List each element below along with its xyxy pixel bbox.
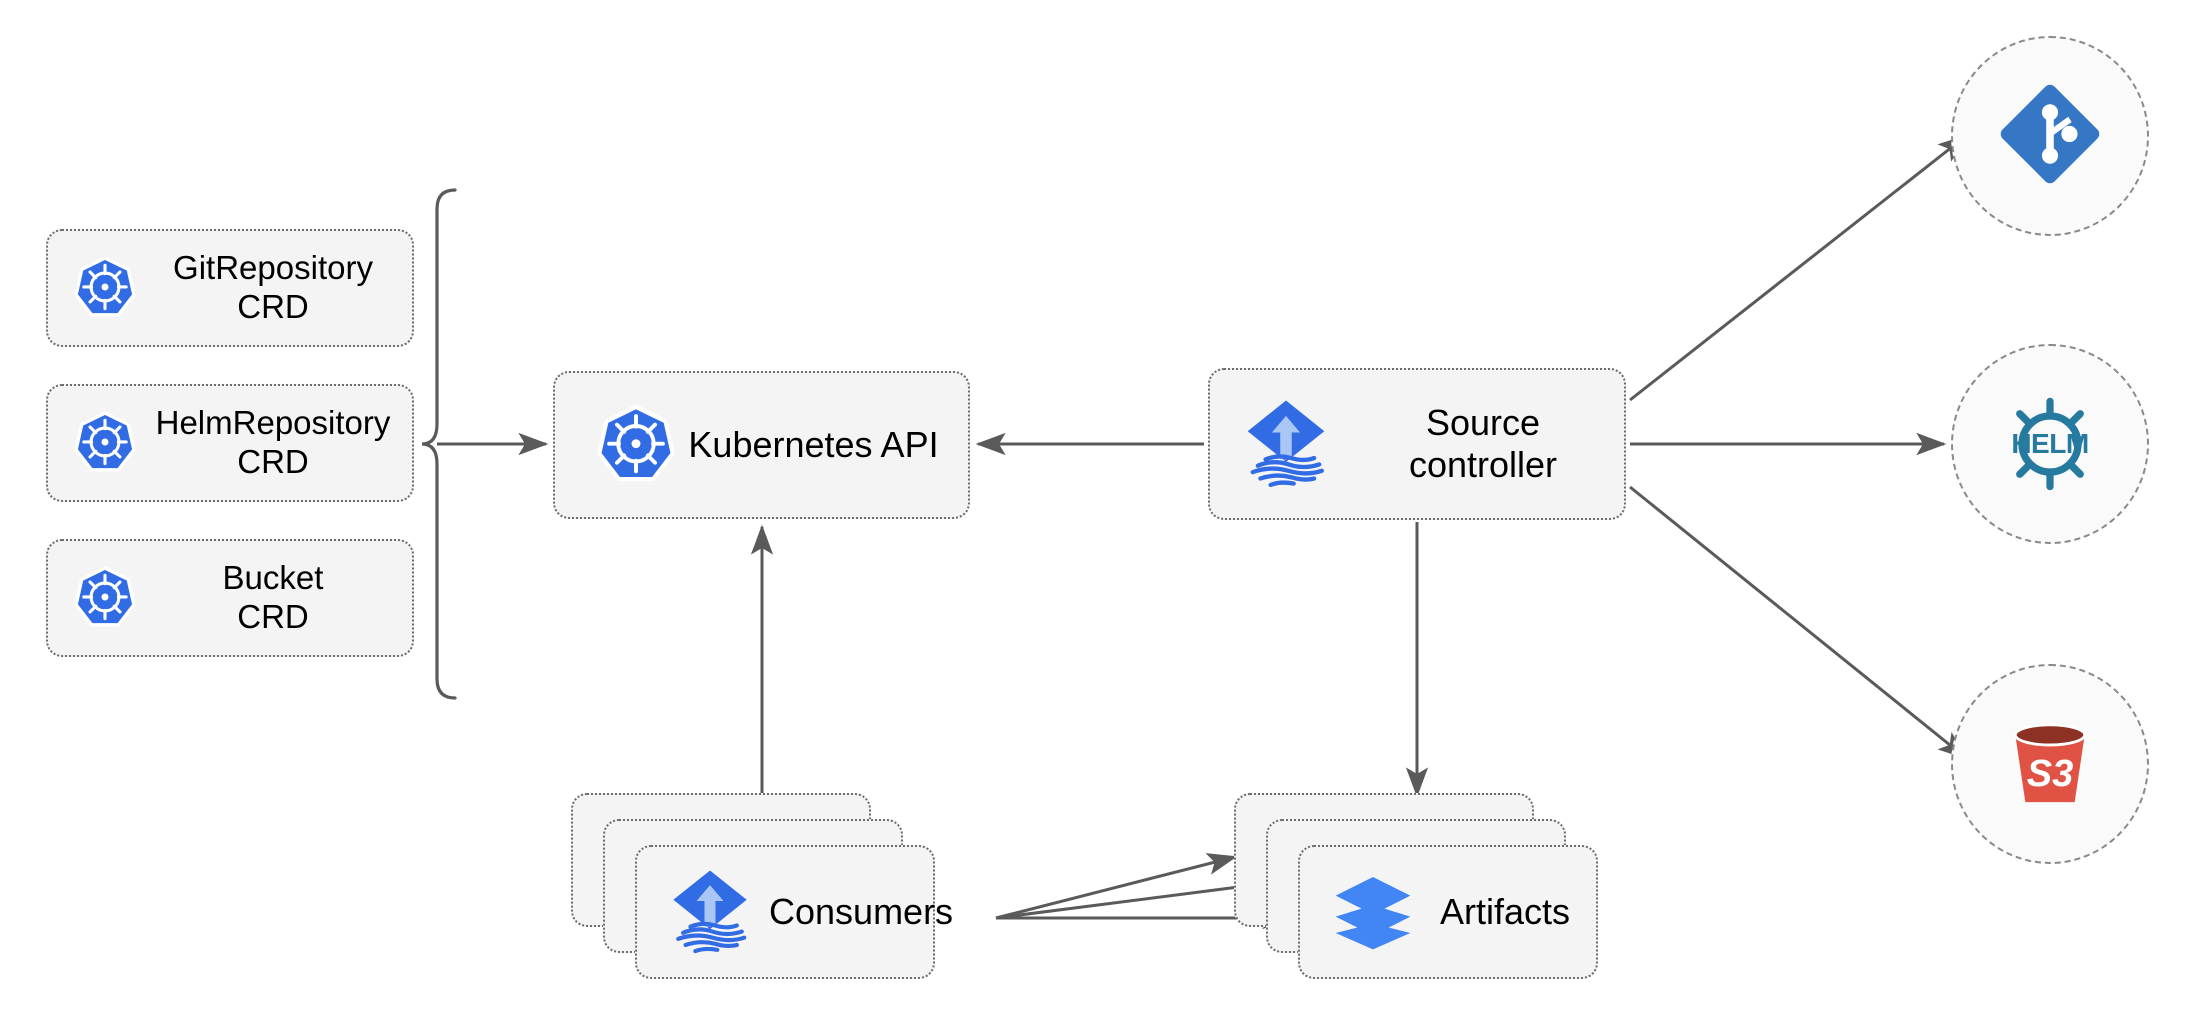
layers-icon	[1314, 870, 1432, 954]
kubernetes-icon	[66, 255, 144, 321]
node-body: Kubernetes API	[555, 373, 968, 517]
kubernetes-icon	[66, 410, 144, 476]
node-artifacts[interactable]: Artifacts	[1298, 845, 1598, 979]
node-source-controller[interactable]: Source controller	[1208, 368, 1626, 520]
node-helmrepository-crd[interactable]: HelmRepository CRD	[46, 384, 414, 502]
node-label: GitRepository CRD	[173, 249, 373, 325]
node-external-s3[interactable]: S3	[1951, 664, 2149, 864]
node-label: HelmRepository CRD	[155, 404, 391, 480]
edge-source-to-git	[1629, 134, 1968, 402]
node-label: Source controller	[1408, 401, 1558, 485]
edge-source-to-s3	[1629, 485, 1968, 760]
node-label: Artifacts	[1439, 890, 1571, 932]
node-consumers-stack[interactable]: Consumers	[571, 793, 953, 985]
node-body: Source controller	[1210, 370, 1624, 518]
node-kubernetes-api[interactable]: Kubernetes API	[553, 371, 970, 519]
node-body: Bucket CRD	[48, 541, 412, 655]
s3-bucket-icon: S3	[1994, 708, 2106, 820]
flux-icon	[1230, 398, 1342, 490]
kubernetes-icon	[66, 565, 144, 631]
crd-group-brace	[421, 188, 457, 700]
s3-wordmark: S3	[2026, 752, 2074, 795]
node-label: Kubernetes API	[688, 423, 939, 465]
flux-icon	[651, 868, 769, 956]
node-external-helm[interactable]: HELM	[1951, 344, 2149, 544]
helm-wordmark: HELM	[2011, 428, 2089, 459]
edge-consumers-to-artifacts-back	[995, 853, 1238, 920]
node-bucket-crd[interactable]: Bucket CRD	[46, 539, 414, 657]
node-artifacts-stack[interactable]: Artifacts	[1234, 793, 1614, 985]
edge-consumers-to-artifacts-mid	[995, 876, 1265, 920]
node-label: Bucket CRD	[222, 559, 324, 635]
node-body: GitRepository CRD	[48, 231, 412, 345]
node-body: HelmRepository CRD	[48, 386, 412, 500]
node-consumers[interactable]: Consumers	[635, 845, 953, 979]
node-external-git[interactable]	[1951, 36, 2149, 236]
helm-icon: HELM	[1994, 388, 2106, 500]
node-label: Consumers	[769, 890, 954, 932]
git-icon	[1996, 80, 2104, 193]
node-gitrepository-crd[interactable]: GitRepository CRD	[46, 229, 414, 347]
kubernetes-icon	[584, 403, 688, 487]
